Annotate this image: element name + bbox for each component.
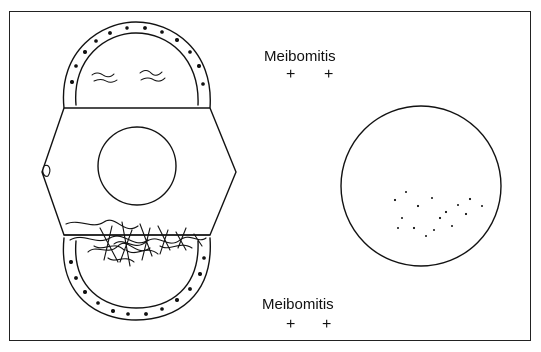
lower-eyelid (63, 238, 210, 320)
top-plus-sign-1: + (286, 66, 295, 84)
cornea-circle (98, 127, 176, 205)
right-cornea-circle (341, 106, 501, 266)
bottom-plus-sign-2: + (322, 316, 331, 334)
bottom-meibomitis-label: Meibomitis (262, 296, 334, 313)
bottom-plus-sign-1: + (286, 316, 295, 334)
left-canthus-mark (43, 165, 50, 176)
upper-eyelid (63, 22, 210, 108)
punctate-spots (394, 191, 483, 237)
top-meibomitis-label: Meibomitis (264, 48, 336, 65)
top-plus-sign-2: + (324, 66, 333, 84)
conjunctival-marks (92, 71, 165, 83)
lid-margin-debris (66, 220, 206, 266)
